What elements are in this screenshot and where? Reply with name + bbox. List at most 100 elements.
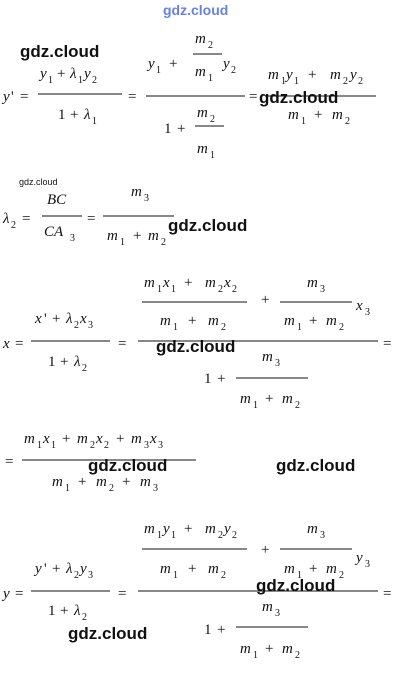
svg-text:m: m <box>77 431 88 447</box>
svg-text:3: 3 <box>70 233 75 244</box>
svg-text:m: m <box>195 64 206 80</box>
svg-text:y: y <box>354 550 363 566</box>
svg-text:2: 2 <box>231 65 236 76</box>
watermark: gdz.cloud <box>19 177 58 187</box>
svg-text:x: x <box>42 431 50 447</box>
svg-text:1: 1 <box>294 76 299 87</box>
svg-text:3: 3 <box>365 559 370 570</box>
svg-text:1: 1 <box>253 650 258 661</box>
svg-text:m: m <box>307 275 318 291</box>
watermark: gdz.cloud <box>276 456 356 475</box>
svg-text:2: 2 <box>74 320 79 331</box>
svg-text:1: 1 <box>204 371 212 387</box>
svg-text:m: m <box>160 561 171 577</box>
svg-text:2: 2 <box>345 116 350 127</box>
svg-text:=: = <box>87 211 95 227</box>
svg-text:1: 1 <box>210 150 215 161</box>
svg-text:y: y <box>38 66 47 82</box>
svg-text:+: + <box>78 474 86 490</box>
svg-text:m: m <box>107 228 118 244</box>
svg-text:m: m <box>288 107 299 123</box>
svg-text:1: 1 <box>297 322 302 333</box>
svg-text:1: 1 <box>173 322 178 333</box>
svg-text:+: + <box>133 228 141 244</box>
svg-text:y: y <box>222 521 231 537</box>
svg-text:m: m <box>284 561 295 577</box>
svg-text:m: m <box>195 31 206 47</box>
svg-text:1: 1 <box>157 530 162 541</box>
svg-text:3: 3 <box>320 530 325 541</box>
svg-text:y: y <box>284 67 293 83</box>
svg-text:m: m <box>282 641 293 657</box>
svg-text:3: 3 <box>275 358 280 369</box>
svg-text:+: + <box>116 431 124 447</box>
svg-text:1: 1 <box>157 284 162 295</box>
svg-text:m: m <box>131 184 142 200</box>
watermark: gdz.cloud <box>256 576 336 595</box>
svg-text:3: 3 <box>153 483 158 494</box>
svg-text:3: 3 <box>320 284 325 295</box>
svg-text:1: 1 <box>204 622 212 638</box>
svg-text:λ: λ <box>73 603 81 619</box>
svg-text:1: 1 <box>164 121 172 137</box>
svg-text:+: + <box>177 121 185 137</box>
svg-text:+: + <box>60 603 68 619</box>
svg-text:y: y <box>146 56 155 72</box>
svg-text:1: 1 <box>208 73 213 84</box>
svg-text:2: 2 <box>161 237 166 248</box>
svg-text:3: 3 <box>365 307 370 318</box>
svg-text:+: + <box>57 66 65 82</box>
svg-text:=: = <box>249 89 257 105</box>
svg-text:': ' <box>11 89 14 105</box>
svg-text:3: 3 <box>144 440 149 451</box>
watermark: gdz.cloud <box>156 337 236 356</box>
svg-text:=: = <box>118 336 126 352</box>
svg-text:1: 1 <box>281 76 286 87</box>
svg-text:+: + <box>261 292 269 308</box>
svg-text:m: m <box>205 521 216 537</box>
svg-text:1: 1 <box>301 116 306 127</box>
svg-text:m: m <box>148 228 159 244</box>
svg-text:x: x <box>223 275 231 291</box>
svg-text:BC: BC <box>47 192 67 208</box>
svg-text:m: m <box>96 474 107 490</box>
svg-text:y: y <box>82 66 91 82</box>
watermark: gdz.cloud <box>168 216 248 235</box>
svg-text:2: 2 <box>82 612 87 623</box>
svg-text:1: 1 <box>37 440 42 451</box>
svg-text:m: m <box>307 521 318 537</box>
svg-text:=: = <box>383 336 391 352</box>
svg-text:+: + <box>52 311 60 327</box>
svg-text:1: 1 <box>171 284 176 295</box>
svg-text:+: + <box>314 107 322 123</box>
svg-text:y: y <box>33 561 42 577</box>
svg-text:2: 2 <box>104 440 109 451</box>
svg-text:x: x <box>79 311 87 327</box>
svg-text:+: + <box>308 67 316 83</box>
svg-text:2: 2 <box>339 322 344 333</box>
svg-text:λ: λ <box>65 561 73 577</box>
svg-text:m: m <box>282 391 293 407</box>
svg-text:+: + <box>217 622 225 638</box>
svg-text:m: m <box>268 67 279 83</box>
svg-text:2: 2 <box>90 440 95 451</box>
svg-text:m: m <box>52 474 63 490</box>
svg-text:x: x <box>162 275 170 291</box>
svg-text:+: + <box>184 521 192 537</box>
svg-text:=: = <box>118 586 126 602</box>
svg-text:2: 2 <box>210 114 215 125</box>
svg-text:m: m <box>332 107 343 123</box>
svg-text:m: m <box>240 391 251 407</box>
svg-text:λ: λ <box>83 107 91 123</box>
svg-text:λ: λ <box>2 211 10 227</box>
svg-text:=: = <box>383 586 391 602</box>
svg-text:+: + <box>70 107 78 123</box>
svg-text:m: m <box>197 141 208 157</box>
svg-text:m: m <box>140 474 151 490</box>
svg-text:x: x <box>95 431 103 447</box>
svg-text:1: 1 <box>51 440 56 451</box>
svg-text:x: x <box>34 311 42 327</box>
